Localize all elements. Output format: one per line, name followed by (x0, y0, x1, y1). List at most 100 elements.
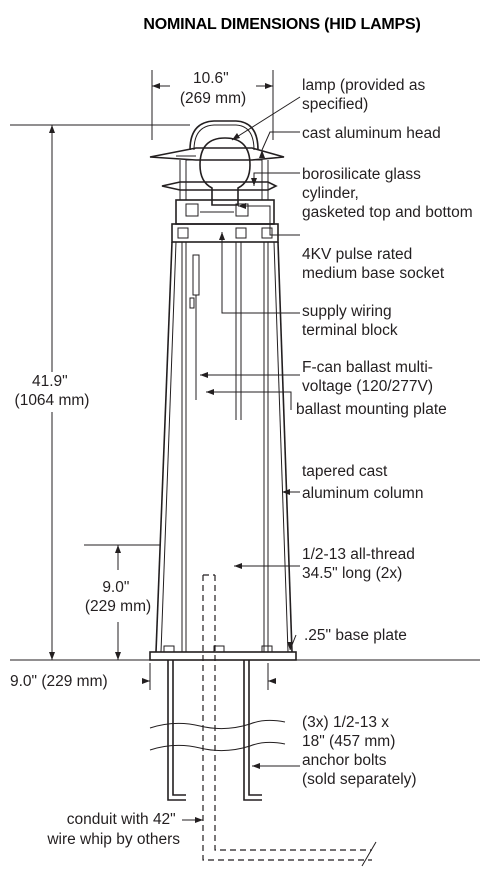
anchor-bolt-right-inner (248, 660, 262, 796)
callout-column-2: aluminum column (302, 485, 423, 502)
break-line-lower (149, 741, 286, 752)
dim-head-width-2: (269 mm) (180, 90, 246, 107)
callout-glass-2: cylinder, (302, 185, 359, 202)
arrowhead-1 (152, 83, 160, 89)
callout-anchor-1: (3x) 1/2-13 x (302, 714, 389, 731)
callout-glass-1: borosilicate glass (302, 166, 421, 183)
anchor-bolt-right (243, 660, 262, 801)
dim-head-width-1: 10.6" (193, 70, 229, 87)
arrowhead-4 (49, 652, 55, 660)
dim-overall-height-2: (1064 mm) (15, 392, 90, 409)
callout-column-1: tapered cast (302, 463, 388, 480)
arrowhead-8 (268, 678, 276, 684)
socket-plate (171, 223, 279, 243)
anchor-bolt-left (167, 660, 186, 801)
lamp-bulb (199, 137, 251, 206)
callout-anchor-4: (sold separately) (302, 771, 417, 788)
dim-overall-height-1: 41.9" (32, 373, 68, 390)
callout-terminal-1: supply wiring (302, 303, 392, 320)
dimension-lines (10, 70, 276, 690)
callout-baseplate: .25" base plate (304, 627, 407, 644)
callout-ballast-2: voltage (120/277V) (302, 378, 433, 395)
callout-anchor-2: 18" (457 mm) (302, 733, 395, 750)
callout-allthread-2: 34.5" long (2x) (302, 565, 402, 582)
dim-head-width: 10.6" (269 mm) (180, 70, 246, 107)
callout-conduit-2: wire whip by others (46, 831, 180, 848)
leader-head (261, 131, 300, 151)
callout-terminal-2: terminal block (302, 322, 398, 339)
callout-conduit-1: conduit with 42" (67, 811, 176, 828)
column-left-inner (160, 241, 177, 653)
terminal-tab (189, 297, 195, 309)
callout-ballast-1: F-can ballast multi- (302, 359, 433, 376)
conduit-outer (202, 575, 372, 861)
callout-socket-1: 4KV pulse rated (302, 246, 412, 263)
callout-plate: ballast mounting plate (296, 401, 447, 418)
callout-conduit: conduit with 42" wire whip by others (46, 811, 180, 848)
socket-bolt-right (235, 203, 249, 217)
leader-baseplate (289, 634, 297, 651)
dim-lower-height-2: (229 mm) (85, 598, 151, 615)
callout-anchor: (3x) 1/2-13 x 18" (457 mm) anchor bolts … (302, 714, 417, 788)
callout-leaders (182, 96, 301, 821)
page-title: NOMINAL DIMENSIONS (HID LAMPS) (143, 16, 420, 33)
leader-lamp (231, 96, 301, 141)
column-right-inner (273, 241, 289, 653)
dim-base-width: 9.0" (229 mm) (10, 673, 108, 690)
dim-lower-height: 9.0" (229 mm) (85, 579, 151, 615)
lower-flange (161, 181, 278, 191)
conduit-cut (361, 841, 377, 867)
arrowhead-10 (259, 150, 265, 158)
head-flange (149, 147, 285, 161)
arrowhead-3 (49, 125, 55, 133)
nut-2 (213, 645, 225, 653)
arrowhead-5 (115, 545, 121, 553)
head-cap (189, 120, 259, 151)
callout-head-1: cast aluminum head (302, 125, 441, 142)
break-line-upper (149, 719, 286, 730)
conduit-inner (214, 575, 372, 851)
anchor-bolt-left-inner (172, 660, 186, 796)
column-left-edge (155, 241, 173, 653)
callout-ballast: F-can ballast multi- voltage (120/277V) (302, 359, 437, 395)
arrowhead-18 (287, 642, 293, 650)
column-right-edge (277, 241, 293, 653)
callout-head: cast aluminum head (302, 125, 441, 142)
nut-1 (163, 645, 175, 653)
plate-bolt-2 (235, 227, 247, 239)
dim-overall-height: 41.9" (1064 mm) (15, 373, 90, 409)
callout-plate-1: ballast mounting plate (296, 401, 447, 418)
head-cap-inner (193, 124, 255, 151)
callout-column: tapered cast aluminum column (302, 463, 423, 502)
fixture-outline (10, 120, 480, 867)
plate-bolt-3 (261, 227, 273, 239)
arrowhead-2 (265, 83, 273, 89)
callout-socket-2: medium base socket (302, 265, 445, 282)
socket-bolt-left (185, 203, 199, 217)
terminal-block (192, 254, 200, 296)
callout-lamp-2: specified) (302, 96, 368, 113)
callout-glass: borosilicate glass cylinder, gasketed to… (302, 166, 473, 221)
callout-allthread-1: 1/2-13 all-thread (302, 546, 415, 563)
nut-3 (261, 645, 273, 653)
leader-terminal (221, 232, 300, 314)
arrowhead-6 (115, 652, 121, 660)
dimension-arrows (49, 83, 293, 823)
arrowhead-7 (142, 678, 150, 684)
callout-socket: 4KV pulse rated medium base socket (302, 246, 445, 282)
callout-anchor-3: anchor bolts (302, 752, 387, 769)
callout-allthread: 1/2-13 all-thread 34.5" long (2x) (302, 546, 419, 582)
leader-socket (238, 205, 300, 236)
dim-lower-height-1: 9.0" (102, 579, 129, 596)
callout-lamp-1: lamp (provided as (302, 77, 425, 94)
callout-lamp: lamp (provided as specified) (302, 77, 430, 113)
callout-baseplate-1: .25" base plate (304, 627, 407, 644)
callout-terminal: supply wiring terminal block (302, 303, 398, 339)
leader-plate (206, 391, 292, 410)
plate-bolt-1 (177, 227, 189, 239)
leader-glass (253, 172, 300, 186)
base-plate (149, 651, 297, 661)
callout-glass-3: gasketed top and bottom (302, 204, 473, 221)
